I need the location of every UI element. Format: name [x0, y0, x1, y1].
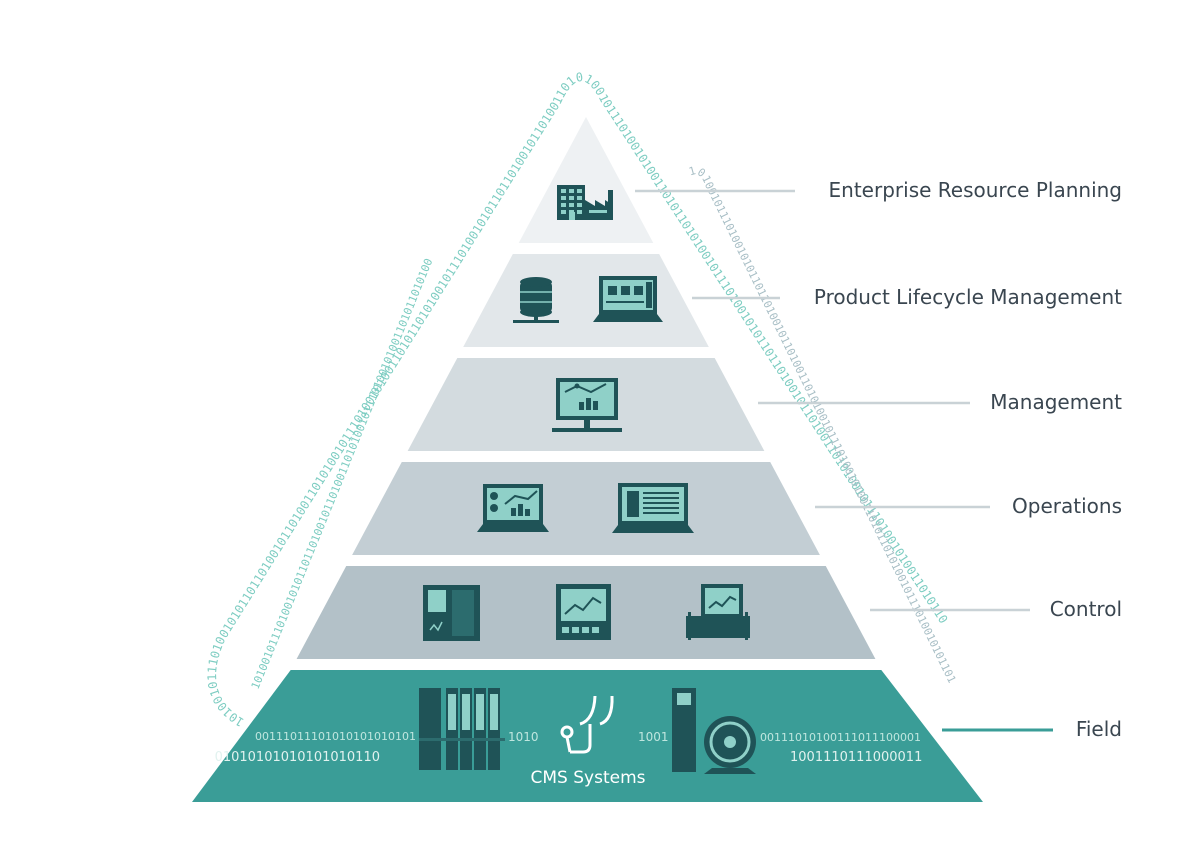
field-binary-left-row2: 01010101010101010110: [215, 750, 380, 765]
field-binary-right-row2: 1001110111000011: [790, 750, 922, 765]
database-icon: [513, 277, 559, 323]
layer-label-field: Field: [1075, 717, 1122, 741]
io-module-rack-icon: [419, 688, 505, 770]
layer-field: [192, 670, 983, 802]
laptop-3d-design-icon: [593, 276, 663, 322]
control-panel-icon: [423, 585, 480, 641]
layer-label-mgmt: Management: [990, 390, 1122, 414]
document-laptop-icon: [612, 483, 694, 533]
field-caption: CMS Systems: [531, 768, 646, 788]
layer-label-ctrl: Control: [1049, 597, 1122, 621]
hmi-panel-icon: [556, 584, 611, 640]
layer-erp: [518, 117, 654, 243]
field-binary-left-row1: 00111011101010101010101: [255, 730, 416, 743]
drive-motor-icon: [672, 688, 756, 774]
stethoscope-icon: [560, 695, 614, 754]
field-binary-right-mid: 1001: [638, 730, 669, 744]
layer-ops: [352, 462, 820, 555]
field-binary-right-row1: 00111010100111011100001: [760, 731, 921, 744]
layer-label-ops: Operations: [1012, 494, 1122, 518]
analytics-monitor-icon: [552, 378, 622, 432]
layer-plm: [463, 254, 709, 347]
factory-icon: [557, 185, 613, 220]
field-binary-left-mid: 1010: [508, 730, 539, 744]
controller-unit-icon: [686, 584, 750, 640]
layer-label-erp: Enterprise Resource Planning: [828, 178, 1122, 202]
dashboard-laptop-icon: [477, 484, 549, 532]
layer-label-plm: Product Lifecycle Management: [813, 285, 1122, 309]
